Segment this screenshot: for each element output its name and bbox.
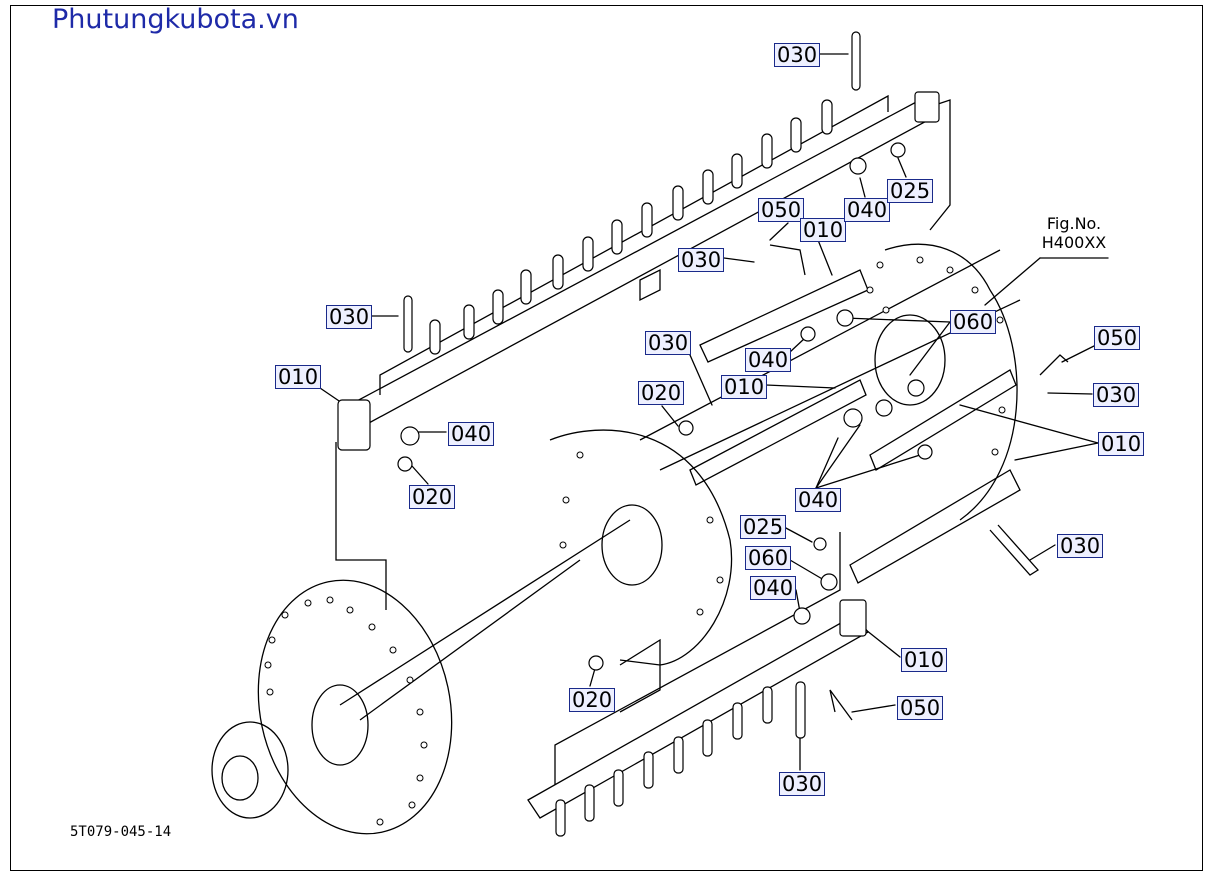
callout-050[interactable]: 050 xyxy=(1094,326,1141,350)
callout-010[interactable]: 010 xyxy=(1098,432,1145,456)
figure-number-caption: Fig.No. xyxy=(1046,214,1102,233)
figure-number: Fig.No. H400XX xyxy=(1036,214,1112,252)
callout-050[interactable]: 050 xyxy=(758,198,805,222)
callout-030[interactable]: 030 xyxy=(774,43,821,67)
callout-060[interactable]: 060 xyxy=(745,546,792,570)
callout-025[interactable]: 025 xyxy=(887,179,934,203)
callout-050[interactable]: 050 xyxy=(897,696,944,720)
callout-030[interactable]: 030 xyxy=(1057,534,1104,558)
callout-010[interactable]: 010 xyxy=(721,375,768,399)
callout-020[interactable]: 020 xyxy=(569,688,616,712)
callout-060[interactable]: 060 xyxy=(950,310,997,334)
drawing-frame xyxy=(10,5,1203,871)
callout-020[interactable]: 020 xyxy=(409,485,456,509)
callout-030[interactable]: 030 xyxy=(779,772,826,796)
figure-number-value: H400XX xyxy=(1041,233,1107,252)
callout-040[interactable]: 040 xyxy=(844,198,891,222)
callout-030[interactable]: 030 xyxy=(645,331,692,355)
drawing-code: 5T079-045-14 xyxy=(70,824,172,840)
callout-040[interactable]: 040 xyxy=(795,488,842,512)
callout-030[interactable]: 030 xyxy=(678,248,725,272)
callout-010[interactable]: 010 xyxy=(901,648,948,672)
watermark-text: Phutungkubota.vn xyxy=(52,4,299,35)
callout-040[interactable]: 040 xyxy=(745,348,792,372)
callout-030[interactable]: 030 xyxy=(1093,383,1140,407)
callout-010[interactable]: 010 xyxy=(275,365,322,389)
callout-025[interactable]: 025 xyxy=(740,515,787,539)
callout-020[interactable]: 020 xyxy=(638,381,685,405)
callout-030[interactable]: 030 xyxy=(326,305,373,329)
callout-040[interactable]: 040 xyxy=(750,576,797,600)
callout-010[interactable]: 010 xyxy=(800,218,847,242)
callout-040[interactable]: 040 xyxy=(448,422,495,446)
